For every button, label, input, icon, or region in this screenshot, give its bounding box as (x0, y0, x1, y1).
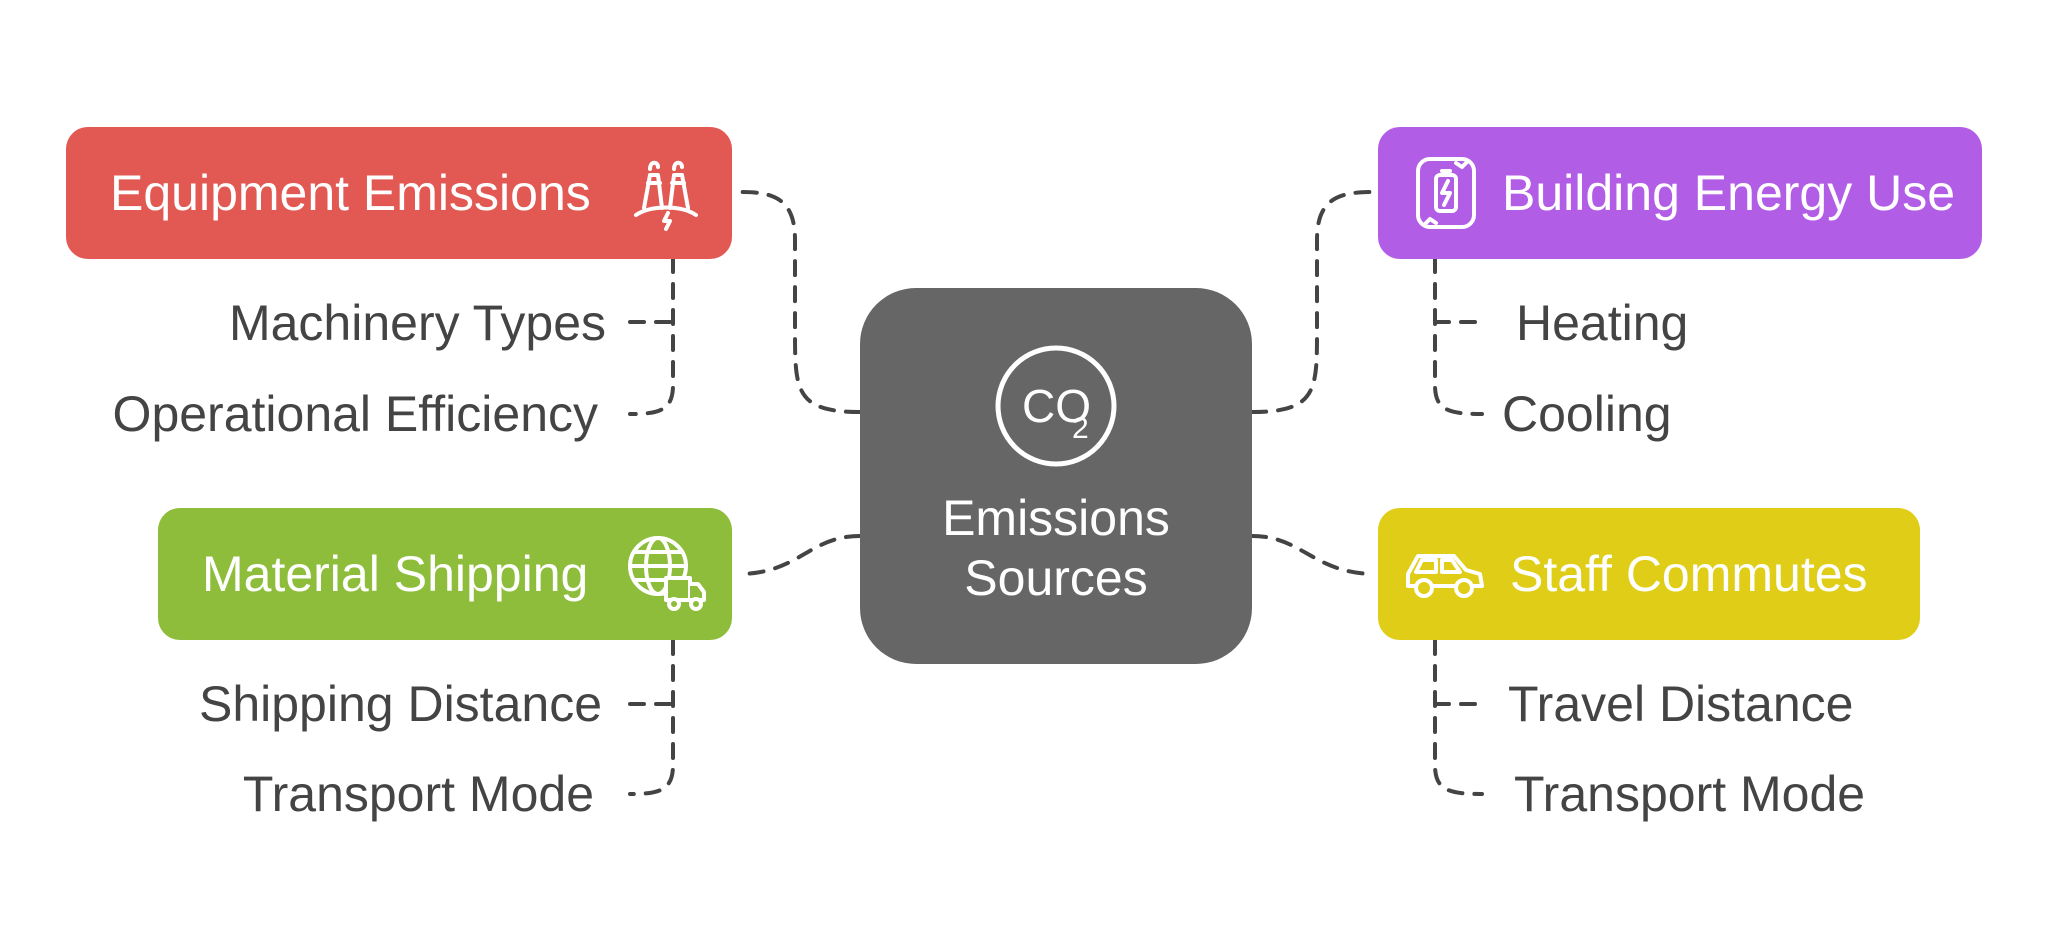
building-item-cooling: Cooling (1502, 386, 1672, 442)
global-shipping-icon (628, 536, 706, 611)
svg-text:CO: CO (1022, 380, 1091, 432)
connector-commute-items (1433, 638, 1484, 796)
connector-building-items (1433, 256, 1484, 416)
connector-shipping-items (628, 638, 675, 796)
building-energy-use-label: Building Energy Use (1502, 165, 1956, 221)
center-title-line-2: Sources (964, 550, 1148, 606)
equipment-item-operational-efficiency: Operational Efficiency (112, 386, 598, 442)
emissions-sources-center-node[interactable]: CO 2 Emissions Sources (860, 288, 1252, 664)
connector-center-building (1250, 190, 1374, 414)
equipment-emissions-node[interactable]: Equipment Emissions (66, 127, 732, 259)
staff-commutes-label: Staff Commutes (1510, 546, 1868, 602)
equipment-emissions-label: Equipment Emissions (110, 165, 591, 221)
factory-icon (634, 160, 698, 231)
car-icon (1406, 554, 1484, 598)
center-title-line-1: Emissions (942, 490, 1170, 546)
equipment-item-machinery-types: Machinery Types (228, 295, 606, 351)
shipping-item-transport-mode: Transport Mode (242, 766, 594, 822)
building-item-heating: Heating (1516, 295, 1689, 351)
building-energy-use-node[interactable]: Building Energy Use (1378, 127, 1982, 259)
commute-item-transport-mode: Transport Mode (1514, 766, 1866, 822)
connector-equipment-items (628, 256, 675, 416)
energy-battery-icon (1416, 157, 1476, 229)
staff-commutes-node[interactable]: Staff Commutes (1378, 508, 1920, 640)
commute-item-travel-distance: Travel Distance (1508, 676, 1854, 732)
material-shipping-label: Material Shipping (202, 546, 589, 602)
connector-center-equipment (740, 190, 862, 414)
center-title: Emissions Sources (860, 488, 1252, 608)
co2-icon: CO 2 (995, 345, 1117, 467)
svg-text:2: 2 (1072, 412, 1089, 445)
material-shipping-node[interactable]: Material Shipping (158, 508, 732, 640)
shipping-item-shipping-distance: Shipping Distance (198, 676, 602, 732)
connector-center-shipping (740, 534, 862, 576)
connector-center-commute (1250, 534, 1374, 576)
